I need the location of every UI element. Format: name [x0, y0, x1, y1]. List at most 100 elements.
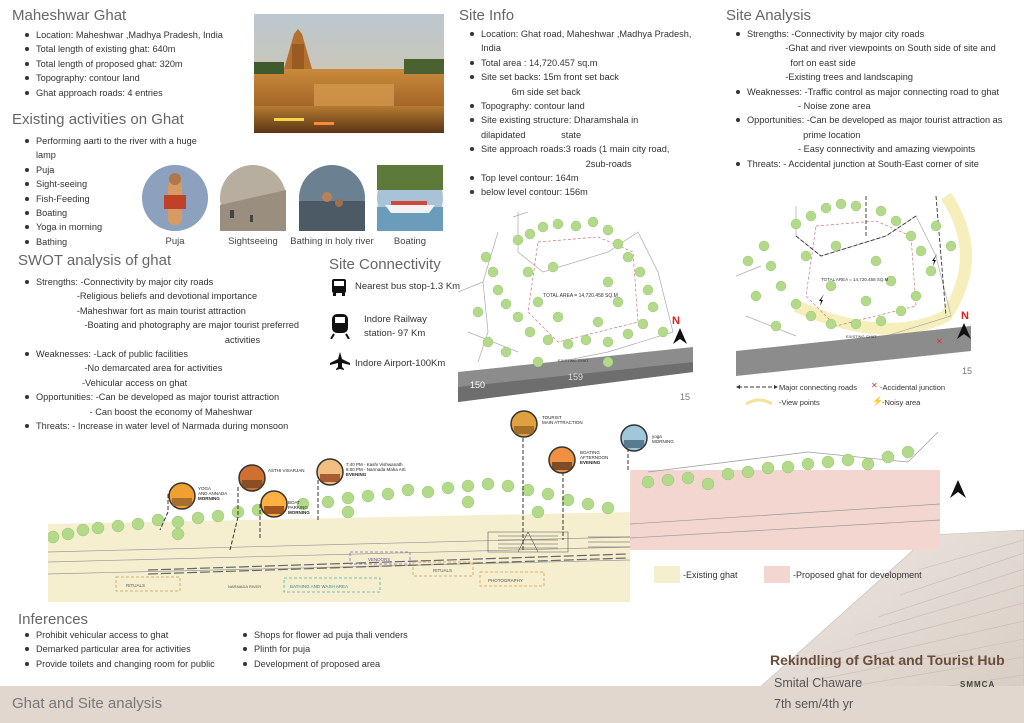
list-item-continuation: fort on east side: [747, 57, 856, 68]
ghat-plan: RITUALS NARMADA RIVER BATHING AND WASH A…: [48, 431, 941, 602]
list-item: Opportunities: -Can be developed as majo…: [22, 390, 322, 404]
list-group: Opportunities: -Can be developed as majo…: [733, 113, 1023, 127]
tree-icon: [570, 220, 582, 232]
tree-icon: [860, 295, 872, 307]
list-item: Site set backs: 15m front set back: [467, 70, 699, 84]
pin-label-line: EVENING: [580, 460, 601, 465]
list-item: Prohibit vehicular access to ghat: [22, 628, 242, 642]
tree-icon: [487, 266, 499, 278]
list-item-continuation: India: [481, 43, 501, 54]
map-existing-ghat: EXISTING GHAT: [558, 358, 589, 363]
tree-icon: [761, 461, 775, 475]
noise-legend-icon: ⚡: [872, 396, 884, 406]
tree-icon: [637, 318, 649, 330]
tree-icon: [341, 491, 355, 505]
list-item-continuation: - Can boost the economy of Maheshwar: [36, 406, 253, 417]
site-analysis-title: Site Analysis: [726, 7, 812, 24]
analysis-contour-15: 15: [962, 366, 972, 376]
proposed-ghat-area: [630, 470, 940, 550]
swot-list: Strengths: -Connectivity by major city r…: [22, 275, 322, 433]
pin-label-line: PARKING: [288, 505, 308, 510]
plan-north-arrow-icon: [950, 480, 966, 498]
tree-icon: [131, 517, 145, 531]
pin-label-line: AFTERNOON: [580, 455, 609, 460]
tree-cluster: [472, 216, 669, 368]
tree-icon: [825, 318, 837, 330]
tree-icon: [552, 218, 564, 230]
author-name: Smital Chaware: [774, 676, 863, 690]
site-info-list: Location: Ghat road, Maheshwar ,Madhya P…: [467, 27, 699, 200]
list-group: Top level contour: 164m: [467, 171, 699, 185]
zone-rituals: RITUALS: [126, 583, 145, 588]
tree-icon: [521, 483, 535, 497]
pin-label-line: MORNING: [198, 496, 220, 501]
tree-cluster: [48, 445, 915, 544]
list-group: Topography: contour land: [467, 99, 699, 113]
tree-icon: [562, 338, 574, 350]
tree-icon: [657, 326, 669, 338]
list-item-continuation: prime location: [747, 129, 861, 140]
list-item-continuation: activities: [36, 334, 261, 345]
tree-icon: [211, 509, 225, 523]
list-group: Strengths: -Connectivity by major city r…: [22, 275, 322, 289]
list-item: Provide toilets and changing room for pu…: [22, 657, 242, 671]
analysis-map-area-label: TOTAL AREA = 14,720.458 SQ.M: [821, 277, 889, 282]
list-item: Site existing structure: Dharamshala in: [467, 113, 699, 127]
tree-icon: [512, 234, 524, 246]
tree-icon: [61, 527, 75, 541]
activity-pin-label: ASTHI VISARJAN: [268, 468, 305, 473]
legend-existing-swatch: [654, 566, 680, 583]
zone-rituals-2: RITUALS: [433, 568, 452, 573]
tree-icon: [801, 457, 815, 471]
tree-icon: [91, 521, 105, 535]
sightseeing-photo: [220, 165, 286, 231]
list-item: below level contour: 156m: [467, 185, 699, 199]
activities-title: Existing activities on Ghat: [12, 111, 184, 128]
list-item-continuation: -Existing trees and landscaping: [747, 72, 913, 83]
list-item: Location: Maheshwar ,Madhya Pradesh, Ind…: [22, 28, 252, 42]
tree-icon: [500, 298, 512, 310]
tree-icon: [758, 240, 770, 252]
list-item: Fish-Feeding: [22, 192, 202, 206]
railway-text: Indore Railway station- 97 Km: [364, 314, 427, 339]
tree-icon: [647, 301, 659, 313]
tree-icon: [601, 501, 615, 515]
analysis-north-arrow-icon: [957, 323, 971, 339]
list-group: Opportunities: -Can be developed as majo…: [22, 390, 322, 404]
tree-icon: [612, 296, 624, 308]
pin-label-line: ASTHI VISARJAN: [268, 468, 305, 473]
tree-icon: [531, 505, 545, 519]
tree-icon: [321, 495, 335, 509]
list-item: Topography: contour land: [467, 99, 699, 113]
list-item: Threats: - Accidental junction at South-…: [733, 157, 1023, 171]
north-arrow-icon: [673, 328, 687, 344]
tree-icon: [602, 356, 614, 368]
tree-icon: [905, 230, 917, 242]
tree-icon: [537, 221, 549, 233]
list-item: Total area : 14,720.457 sq.m: [467, 56, 699, 70]
tree-icon: [895, 305, 907, 317]
list-group: Weaknesses: -Traffic control as major co…: [733, 85, 1023, 99]
fort-photo: [254, 14, 444, 133]
tree-icon: [641, 475, 655, 489]
activity-pin-photo: [510, 410, 538, 438]
list-item: Plinth for puja: [240, 642, 460, 656]
tree-icon: [805, 210, 817, 222]
list-item-continuation: - Noise zone area: [747, 101, 871, 112]
list-item-continuation: -Ghat and river viewpoints on South side…: [747, 43, 996, 54]
tree-cluster: [742, 198, 957, 332]
activity-pin-photo: [168, 482, 196, 510]
legend-proposed-text: -Proposed ghat for development: [793, 570, 922, 580]
noise-icon: [819, 294, 824, 306]
tree-icon: [461, 479, 475, 493]
site-analysis-map: TOTAL AREA = 14,720.458 SQ.M EXISTING GH…: [736, 192, 972, 376]
swot-title: SWOT analysis of ghat: [18, 252, 172, 269]
puja-photo: [142, 165, 208, 231]
zone-photography: PHOTOGRAPHY: [488, 578, 523, 583]
activity-pin-photo: [548, 446, 576, 474]
list-group: Site existing structure: Dharamshala in: [467, 113, 699, 127]
